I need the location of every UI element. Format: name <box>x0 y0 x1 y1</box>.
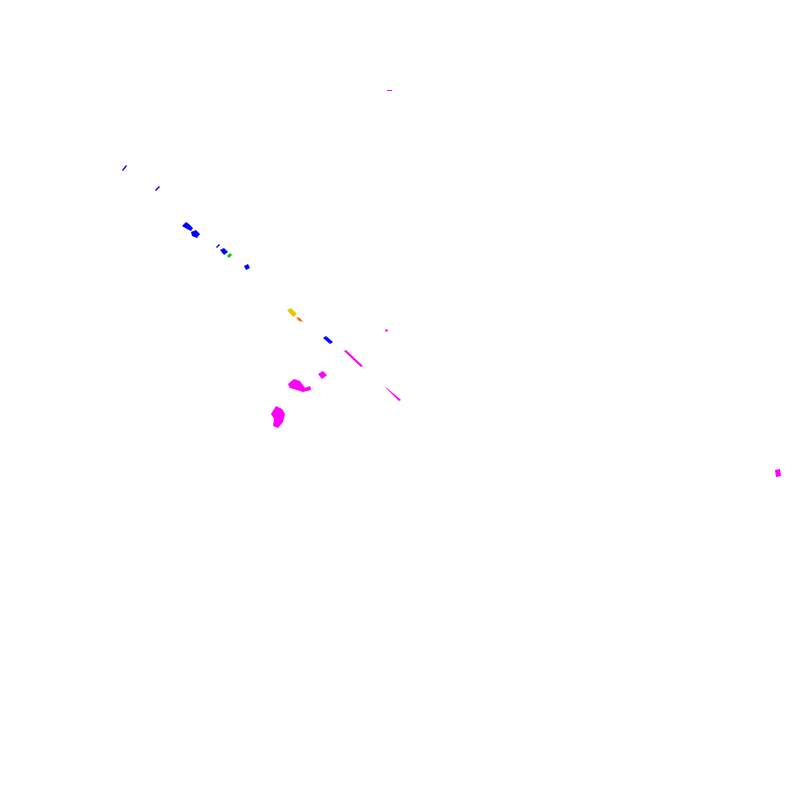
blue-blob <box>191 230 200 238</box>
orange-speck <box>296 317 303 322</box>
blue-speck <box>122 165 127 171</box>
yellow-speck <box>287 308 297 317</box>
magenta-blob <box>271 406 285 428</box>
blue-speck <box>220 248 228 255</box>
green-speck <box>227 253 232 258</box>
magenta-speck <box>385 387 401 401</box>
magenta-speck <box>344 350 363 367</box>
blue-speck <box>323 336 333 344</box>
magenta-speck <box>385 329 388 332</box>
blue-blob <box>182 222 193 231</box>
blue-speck <box>216 244 220 248</box>
blue-speck <box>155 186 160 191</box>
magenta-speck <box>318 371 327 379</box>
magenta-blob <box>288 379 311 392</box>
magenta-speck <box>387 90 392 91</box>
blue-speck <box>244 264 250 270</box>
magenta-speck <box>775 469 781 477</box>
